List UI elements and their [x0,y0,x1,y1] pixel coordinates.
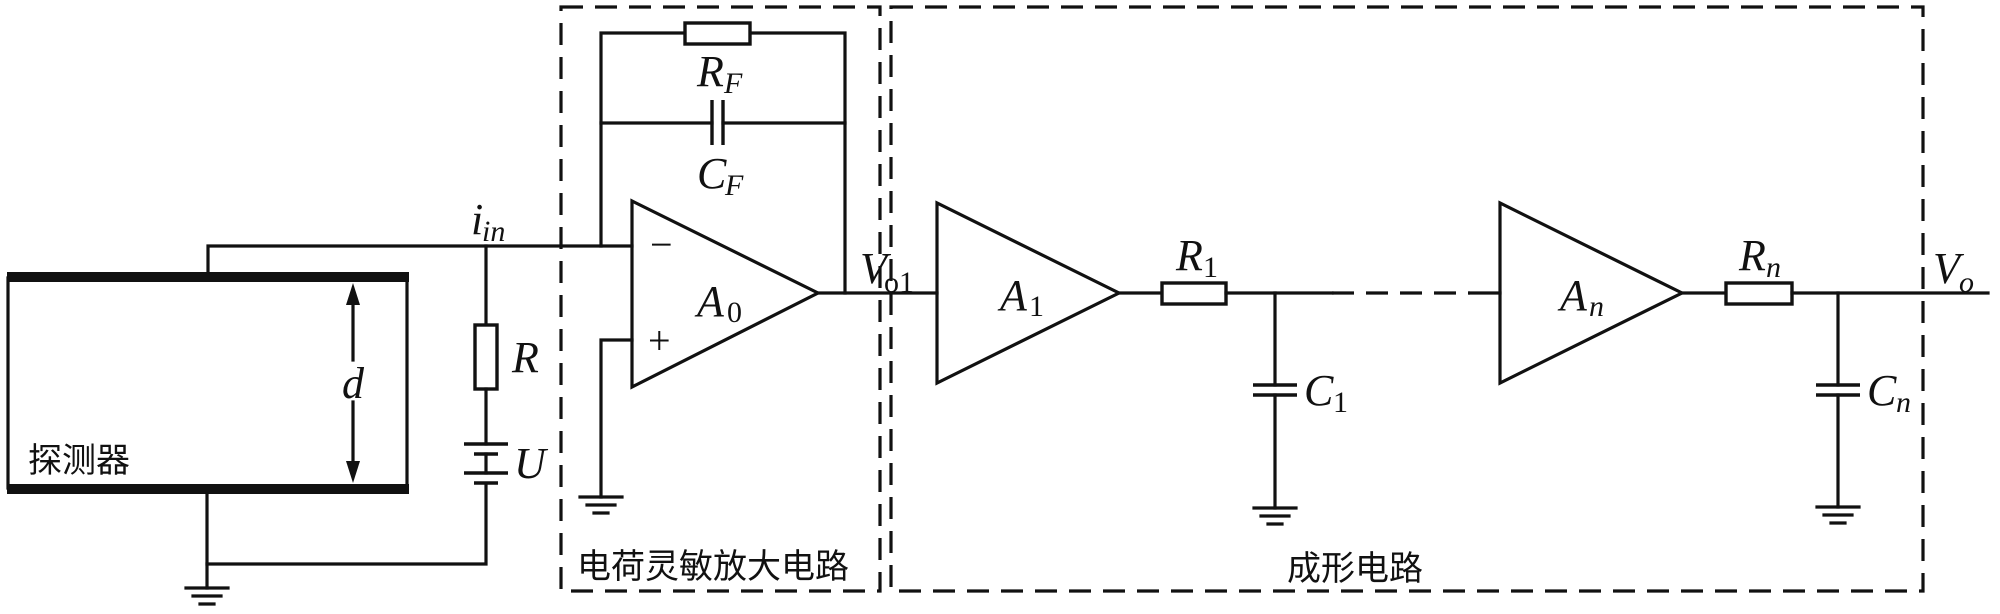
svg-text:in: in [482,215,505,248]
ground-icon [1815,505,1861,525]
detector-top-electrode [7,272,409,282]
shaper-boundary [889,5,1925,593]
opamp-plus-sign: + [648,318,671,363]
bias-network: R U [464,244,549,488]
final-output-label: V o [1933,244,1974,299]
svg-text:n: n [1896,386,1911,419]
svg-text:F: F [724,169,744,202]
capacitor-cn-label: C n [1867,366,1911,419]
intermediate-output-label: V o1 [860,244,914,299]
svg-text:1: 1 [1029,290,1044,323]
gap-dimension-arrow [346,283,360,483]
bias-resistor [473,323,499,391]
shaper-label: 成形电路 [1287,549,1423,589]
svg-text:i: i [471,195,483,244]
svg-text:0: 0 [727,296,742,329]
arrow-up-icon [346,283,360,305]
bias-resistor-label: R [511,333,539,382]
svg-text:R: R [1738,231,1766,280]
resistor-r1 [1160,281,1228,306]
detector-bottom-electrode [7,484,409,494]
svg-text:C: C [1304,366,1334,415]
charge-amp-boundary [559,5,882,593]
input-wiring [184,244,634,606]
svg-text:n: n [1589,290,1604,323]
svg-text:C: C [1867,366,1897,415]
bias-source-label: U [514,439,549,488]
charge-amp-block: 电荷灵敏放大电路 R F C F − + A 0 [559,5,882,593]
amp-an [1498,200,1686,386]
svg-text:V: V [1933,244,1965,293]
detector-label: 探测器 [28,441,130,481]
amp-an-label: A n [1557,271,1604,323]
gap-label: d [342,359,365,408]
feedback-resistor-label: R F [696,47,743,100]
svg-text:F: F [723,67,743,100]
svg-text:A: A [694,277,725,326]
resistor-rn-label: R n [1738,231,1781,284]
resistor-r1-label: R 1 [1175,231,1218,284]
resistor-rn [1724,281,1794,306]
input-current-label: i in [471,195,505,248]
svg-text:A: A [997,271,1028,320]
amp-a1 [935,200,1123,386]
charge-amp-label: 电荷灵敏放大电路 [577,547,849,587]
shaper-block: 成形电路 A 1 R 1 C 1 [889,5,1990,593]
ground-icon [1252,506,1298,526]
svg-text:1: 1 [1203,251,1218,284]
svg-text:V: V [860,244,892,293]
ground-icon [184,586,230,606]
opamp-a0-label: A 0 [694,277,742,329]
arrow-down-icon [346,461,360,483]
feedback-capacitor-label: C F [697,149,744,202]
svg-text:o: o [1959,266,1974,299]
svg-text:R: R [696,47,724,96]
detector: d 探测器 [6,272,409,494]
svg-text:n: n [1766,251,1781,284]
svg-text:1: 1 [1333,386,1348,419]
svg-text:C: C [697,149,727,198]
feedback-resistor [683,21,752,46]
svg-text:o1: o1 [884,266,914,299]
amp-a1-label: A 1 [997,271,1044,323]
capacitor-c1-label: C 1 [1304,366,1348,419]
ground-icon [578,495,624,515]
svg-text:A: A [1557,271,1588,320]
feedback-capacitor [710,100,725,145]
opamp-a0 [630,198,822,390]
opamp-minus-sign: − [650,222,673,267]
svg-text:R: R [1175,231,1203,280]
battery-icon [464,442,508,485]
